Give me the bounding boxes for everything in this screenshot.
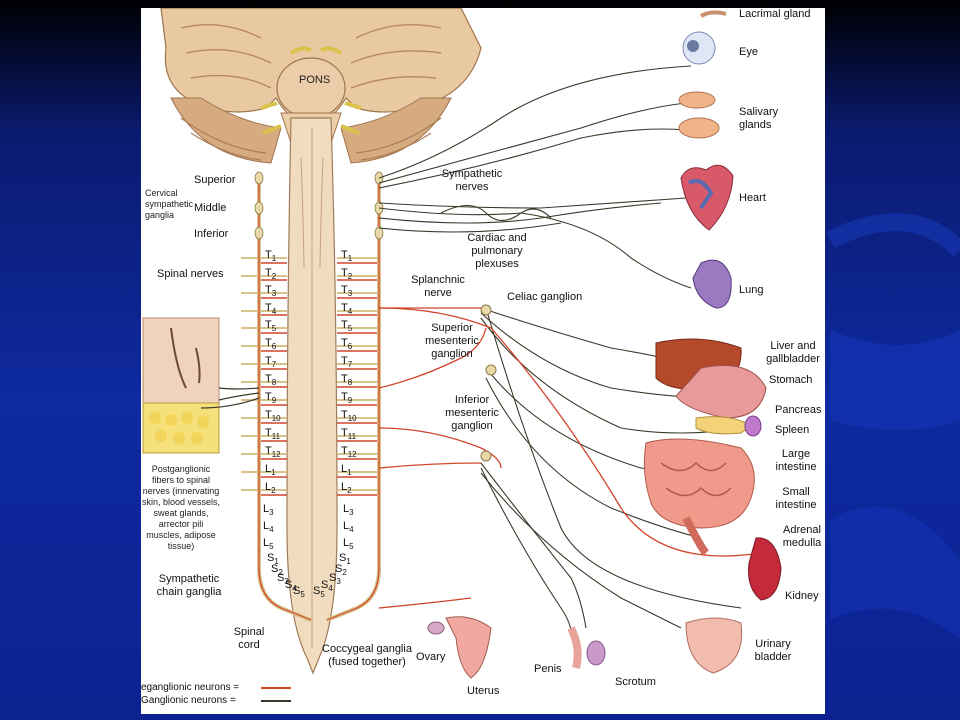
inferior-ganglion-label: Inferior (194, 228, 229, 240)
segment-label-t2: T2 (341, 267, 353, 282)
pons-label: PONS (299, 74, 331, 86)
segment-label-t3: T3 (341, 284, 353, 299)
postganglionic-skin-label: Postganglionic fibers to spinal nerves (… (141, 464, 221, 551)
sympathetic-chain-left (257, 173, 312, 622)
skin-illustration (142, 317, 260, 454)
segment-label-t8: T8 (341, 373, 353, 388)
ovary-label: Ovary (416, 651, 446, 663)
segment-label-t5: T5 (341, 319, 353, 334)
segment-label-l2: L2 (341, 481, 352, 496)
ganglia-nodes (480, 304, 497, 462)
segment-label-s3: S3 (329, 572, 341, 587)
segment-label-t10: T10 (341, 409, 357, 424)
anatomy-illustration (142, 8, 782, 702)
middle-ganglion-label: Middle (194, 202, 227, 214)
segment-label-t4: T4 (341, 302, 353, 317)
pancreas-label: Pancreas (775, 404, 822, 416)
segment-label-l1: L1 (341, 463, 352, 478)
segment-label-l3: L3 (343, 503, 354, 518)
lacrimal-gland-label: Lacrimal gland (739, 8, 811, 20)
adrenal-medulla-label: Adrenal medulla (782, 524, 822, 549)
stomach-label: Stomach (769, 374, 813, 386)
segment-label-s3: S3 (277, 572, 289, 587)
cervical-ganglia-label: Cervical sympathetic ganglia (145, 188, 194, 220)
segment-label-s1: S1 (267, 552, 279, 567)
liver-label: Liver and gallbladder (766, 340, 820, 365)
small-intestine-label: Small intestine (775, 486, 817, 511)
segment-label-l3: L3 (263, 503, 274, 518)
segment-label-t2: T2 (265, 267, 277, 282)
segment-label-s2: S2 (271, 563, 283, 578)
large-intestine-label: Large intestine (775, 448, 817, 473)
kidney-label: Kidney (785, 590, 819, 602)
segment-label-l5: L5 (263, 537, 274, 552)
coccygeal-ganglia-label: Coccygeal ganglia (fused together) (322, 643, 412, 668)
organ-illustrations (427, 10, 782, 679)
celiac-ganglion-label: Celiac ganglion (507, 291, 583, 303)
segment-label-s4: S4 (285, 579, 297, 594)
segment-label-s5: S5 (313, 585, 325, 600)
segment-label-l2: L2 (265, 481, 276, 496)
legend-postganglionic-label: Ganglionic neurons = (141, 695, 236, 706)
penis-label: Penis (534, 663, 562, 675)
segment-label-s2: S2 (335, 563, 347, 578)
segment-label-t7: T7 (341, 355, 353, 370)
segment-label-l4: L4 (263, 520, 274, 535)
segment-label-t6: T6 (341, 337, 353, 352)
segment-label-t5: T5 (265, 319, 277, 334)
segment-label-t4: T4 (265, 302, 277, 317)
sympathetic-nervous-system-figure: PONS Cervical sympathetic ganglia Superi… (141, 8, 825, 714)
uterus-label: Uterus (467, 685, 500, 697)
segment-label-l5: L5 (343, 537, 354, 552)
spinal-nerve-stubs (241, 257, 377, 491)
segment-label-t9: T9 (265, 391, 277, 406)
splanchnic-nerve-label: Splanchnic nerve (411, 274, 465, 299)
spinal-nerves-label: Spinal nerves (157, 268, 224, 280)
sympathetic-nerves-label: Sympathetic nerves (441, 168, 503, 193)
lung-label: Lung (739, 284, 764, 296)
segment-label-t12: T12 (265, 445, 281, 460)
inferior-mesenteric-label: Inferior mesenteric ganglion (445, 394, 499, 432)
spinal-cord (286, 117, 338, 675)
segment-label-t12: T12 (341, 445, 357, 460)
segment-label-t11: T11 (265, 427, 281, 442)
superior-mesenteric-label: Superior mesenteric ganglion (425, 322, 479, 360)
spinal-cord-label: Spinal cord (233, 626, 265, 651)
segment-label-t7: T7 (265, 355, 277, 370)
segment-label-s1: S1 (339, 552, 351, 567)
preganglionic-fibers (378, 307, 762, 609)
postganglionic-fibers (378, 65, 752, 634)
heart-label: Heart (739, 192, 766, 204)
segment-label-t3: T3 (265, 284, 277, 299)
segment-label-t11: T11 (341, 427, 357, 442)
segment-label-t1: T1 (265, 249, 277, 264)
segment-label-l1: L1 (265, 463, 276, 478)
preganglionic-red-stubs (261, 262, 377, 496)
chain-ganglia (254, 171, 384, 240)
segment-label-t8: T8 (265, 373, 277, 388)
chain-ganglia-label: Sympathetic chain ganglia (156, 573, 222, 598)
segment-label-t10: T10 (265, 409, 281, 424)
cardiac-plexuses-label: Cardiac and pulmonary plexuses (467, 232, 527, 270)
segment-label-l4: L4 (343, 520, 354, 535)
segment-label-t6: T6 (265, 337, 277, 352)
segment-label-t1: T1 (341, 249, 353, 264)
superior-ganglion-label: Superior (194, 174, 236, 186)
sympathetic-chain-right (326, 173, 381, 622)
segment-label-t9: T9 (341, 391, 353, 406)
segment-label-s4: S4 (321, 579, 333, 594)
cardiac-plexus (440, 204, 552, 222)
salivary-glands-label: Salivary glands (739, 106, 779, 131)
spleen-label: Spleen (775, 424, 810, 436)
segment-label-s5: S5 (293, 585, 305, 600)
urinary-bladder-label: Urinary bladder (754, 638, 792, 663)
scrotum-label: Scrotum (615, 676, 656, 688)
eye-label: Eye (739, 46, 758, 58)
legend-preganglionic-label: eganglionic neurons = (141, 682, 240, 693)
